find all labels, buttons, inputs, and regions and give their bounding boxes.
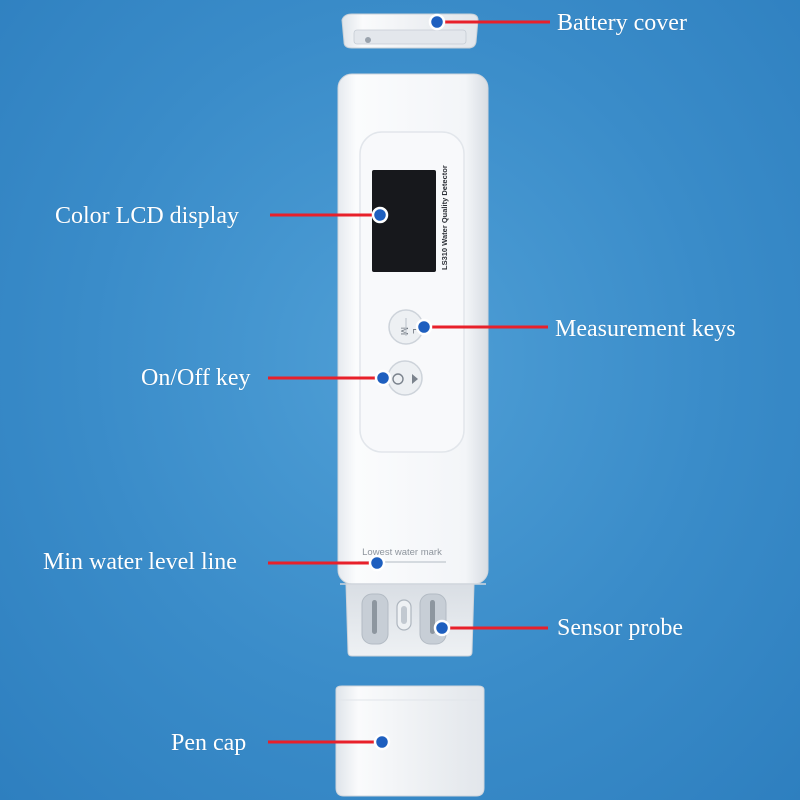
pen-cap xyxy=(335,685,485,797)
sensor-probe-label: Sensor probe xyxy=(557,615,683,641)
battery-cover xyxy=(341,13,479,49)
pen-cap-label: Pen cap xyxy=(171,730,247,756)
on-off-key-label: On/Off key xyxy=(141,365,251,391)
battery-cover-label: Battery cover xyxy=(557,10,687,36)
lcd-display-label: Color LCD display xyxy=(55,203,239,229)
pen-cap-dot xyxy=(373,733,391,751)
measurement-keys-label: Measurement keys xyxy=(555,316,736,342)
power-key xyxy=(387,360,423,396)
lcd-screen xyxy=(372,170,436,272)
svg-text:L: L xyxy=(410,328,421,334)
marker-dots xyxy=(368,13,451,751)
lcd-display-dot xyxy=(371,206,389,224)
sensor-probe-area xyxy=(345,583,475,657)
battery-cover-dot xyxy=(428,13,446,31)
water-mark-text: Lowest water mark xyxy=(362,547,442,558)
min-water-level-dot xyxy=(368,554,386,572)
on-off-key-dot xyxy=(374,369,392,387)
sensor-probe-dot xyxy=(433,619,451,637)
meter-body: LS310 Water Quality Detector M L Lowest … xyxy=(337,73,489,585)
svg-text:M: M xyxy=(398,327,409,335)
leader-lines xyxy=(268,20,550,744)
measurement-keys-dot xyxy=(415,318,433,336)
model-label: LS310 Water Quality Detector xyxy=(440,165,449,270)
min-water-level-label: Min water level line xyxy=(43,549,237,575)
